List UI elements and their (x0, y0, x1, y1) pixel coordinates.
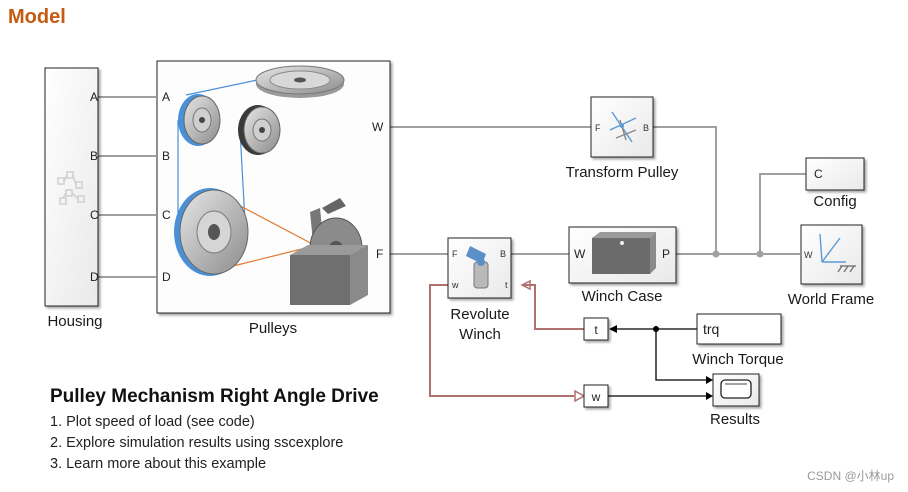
junction-node (712, 250, 720, 258)
world-frame-icon (819, 233, 856, 273)
physical-connections (98, 96, 806, 278)
connection-transform-b[interactable] (653, 126, 717, 254)
notes-link-plot[interactable]: 1. Plot speed of load (see code) (50, 414, 255, 430)
world-frame-block[interactable]: W (800, 224, 863, 285)
goto-t-text: t (594, 323, 598, 337)
transform-port-f: F (595, 123, 601, 133)
winch-base-icon (290, 245, 368, 305)
connection-winch-t[interactable] (523, 284, 584, 330)
pulley-wheel-icon (178, 94, 221, 146)
pulley-wheel-icon (238, 105, 281, 155)
signal-connections (607, 328, 706, 397)
frame-transform-icon (609, 111, 637, 143)
world-frame-label: World Frame (788, 291, 874, 308)
arrow-head (706, 392, 713, 400)
pulleys-port-c: C (162, 208, 171, 222)
revolute-winch-label-1: Revolute (450, 306, 509, 323)
world-frame-port-w: W (804, 250, 813, 260)
revolute-winch-label-2: Winch (459, 326, 501, 343)
housing-block[interactable]: A B C D (44, 67, 99, 307)
pulleys-port-w: W (372, 120, 384, 134)
notes-title: Pulley Mechanism Right Angle Drive (50, 386, 379, 407)
transform-pulley-label: Transform Pulley (566, 164, 679, 181)
arrow-head (520, 279, 531, 291)
winch-port-b: B (500, 249, 506, 259)
pulleys-port-d: D (162, 270, 171, 284)
physical-signal-connections (429, 284, 584, 397)
pulleys-port-b: B (162, 149, 170, 163)
housing-port-a: A (90, 90, 98, 104)
arrow-head (609, 325, 617, 333)
signal-branch-node (653, 326, 659, 332)
arrow-head (574, 389, 586, 403)
signal-trq-to-results[interactable] (655, 329, 706, 381)
housing-port-d: D (90, 270, 99, 284)
pulleys-label: Pulleys (249, 320, 297, 337)
arrow-head (706, 376, 713, 384)
housing-port-b: B (90, 149, 98, 163)
winch-port-w: w (451, 280, 459, 290)
config-label: Config (813, 193, 856, 210)
results-block[interactable] (712, 373, 760, 407)
goto-w-block[interactable]: w (583, 384, 609, 408)
housing-label: Housing (47, 313, 102, 330)
pulleys-port-a: A (162, 90, 170, 104)
watermark: CSDN @小林up (807, 469, 894, 483)
goto-t-block[interactable]: t (583, 317, 609, 341)
config-port-c: C (814, 167, 823, 181)
transform-pulley-block[interactable]: F B (590, 96, 654, 158)
config-block[interactable]: C (805, 157, 865, 191)
revolute-joint-icon (466, 246, 489, 289)
junction-node (756, 250, 764, 258)
connection-winch-w[interactable] (429, 284, 574, 397)
winch-port-t: t (505, 280, 508, 290)
winch-case-label: Winch Case (582, 288, 663, 305)
page-heading: Model (8, 6, 66, 28)
results-label: Results (710, 411, 760, 428)
winch-torque-label: Winch Torque (692, 351, 783, 368)
winch-torque-block[interactable]: trq (696, 313, 782, 345)
transform-port-b: B (643, 123, 649, 133)
pulleys-port-f: F (376, 247, 383, 261)
connection-config[interactable] (759, 173, 806, 254)
goto-w-text: w (591, 390, 601, 404)
revolute-winch-block[interactable]: F B w t (447, 237, 512, 299)
pulley-wheel-icon (255, 65, 345, 98)
pulley-wheel-icon (174, 188, 249, 276)
winch-case-port-p: P (662, 247, 670, 261)
notes-link-explore[interactable]: 2. Explore simulation results using ssce… (50, 435, 344, 451)
scope-icon (720, 379, 752, 399)
winch-torque-text: trq (703, 321, 719, 337)
winch-case-block[interactable]: W P (568, 226, 677, 284)
solid-body-icon (592, 232, 656, 274)
housing-icon (57, 171, 85, 205)
notes-link-learn[interactable]: 3. Learn more about this example (50, 456, 267, 472)
pulleys-block[interactable]: A B C D (156, 60, 391, 314)
model-notes: Pulley Mechanism Right Angle Drive 1. Pl… (50, 386, 379, 475)
winch-port-f: F (452, 249, 458, 259)
winch-case-port-w: W (574, 247, 586, 261)
housing-port-c: C (90, 208, 99, 222)
